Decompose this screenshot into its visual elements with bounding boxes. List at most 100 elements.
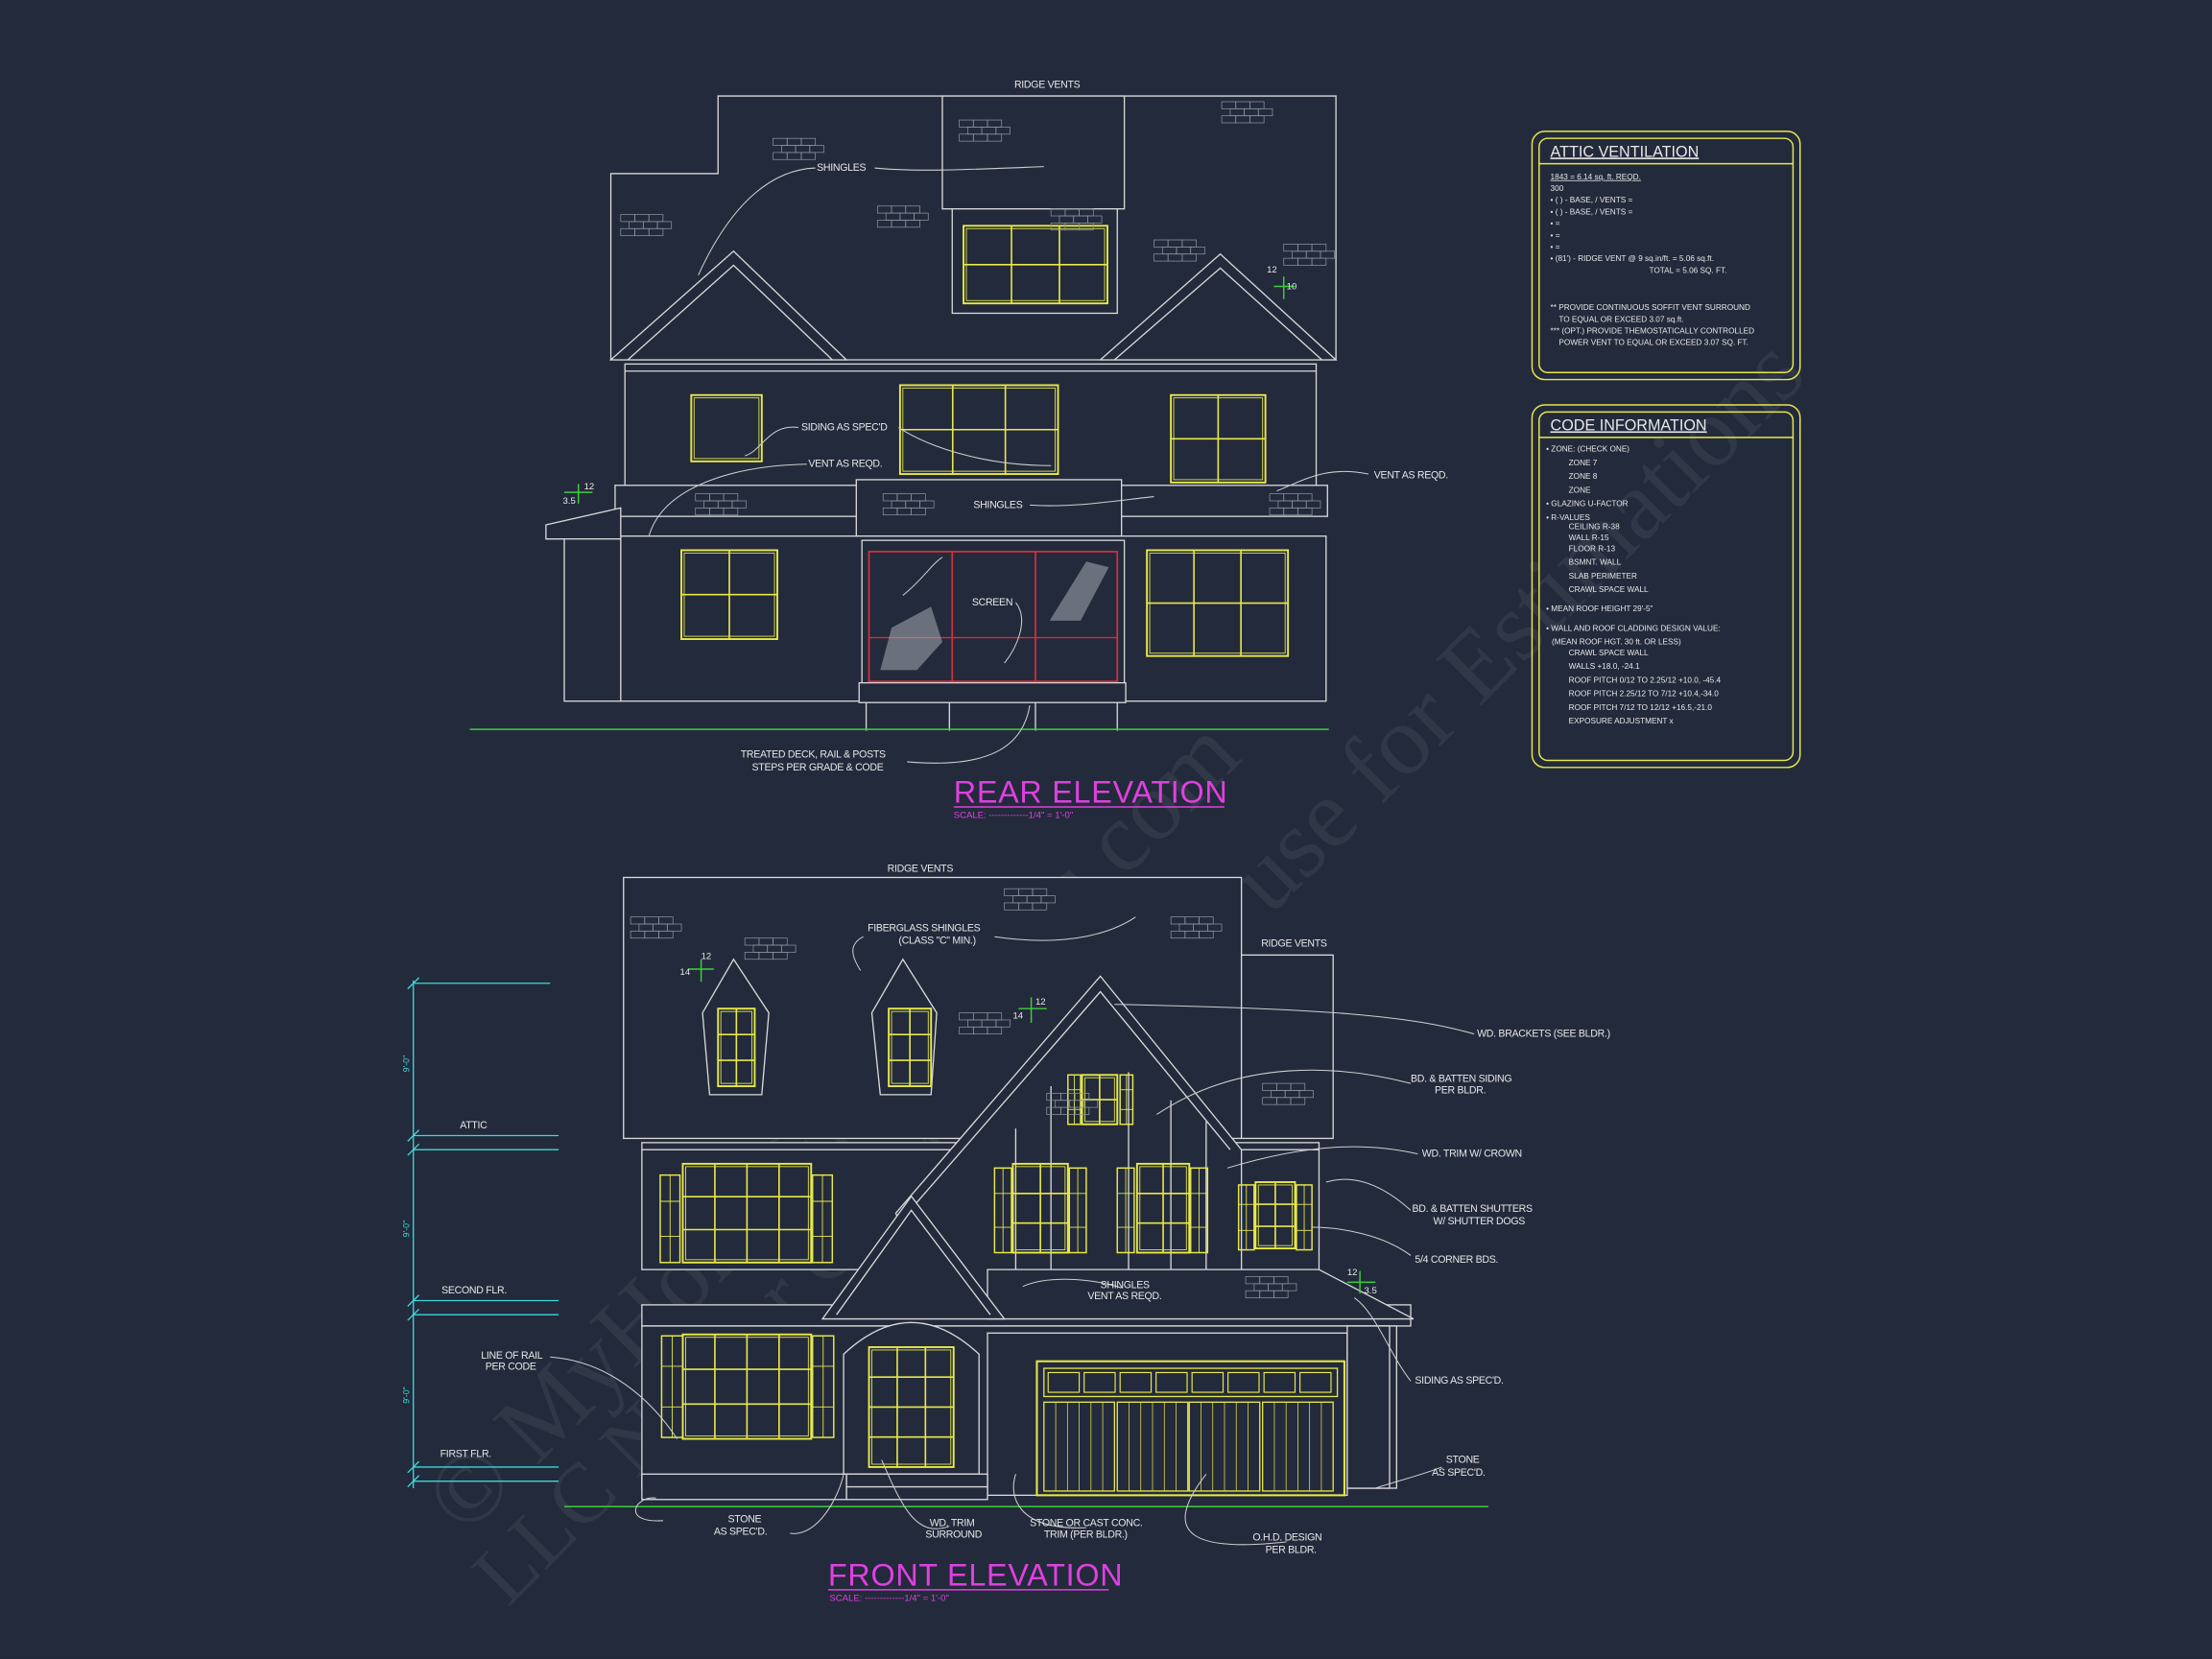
front-label-fiberglass: FIBERGLASS SHINGLES <box>868 922 981 934</box>
note-line: CRAWL SPACE WALL <box>1569 649 1649 657</box>
note-line: • ZONE: (CHECK ONE) <box>1546 445 1629 454</box>
front-label-ridge-vents: RIDGE VENTS <box>888 864 954 875</box>
front-label-trim-crown: WD. TRIM W/ CROWN <box>1422 1149 1522 1160</box>
front-label-batten-siding-2: PER BLDR. <box>1435 1084 1486 1096</box>
rear-pitch-mark: 12 10 <box>1267 265 1296 299</box>
shingle-mark <box>1283 244 1336 266</box>
svg-text:12: 12 <box>702 952 712 962</box>
garage-light <box>1227 1371 1260 1393</box>
front-label-brackets: WD. BRACKETS (SEE BLDR.) <box>1477 1029 1610 1040</box>
rear-dormer-box <box>951 208 1118 315</box>
attic-ventilation-title: ATTIC VENTILATION <box>1551 143 1700 160</box>
garage-light <box>1263 1371 1296 1393</box>
window <box>1135 1162 1191 1254</box>
rear-elevation: RIDGE VENTS SHINGLES SIDING AS SPEC'D VE… <box>469 79 1448 821</box>
shutter <box>1068 1167 1087 1254</box>
svg-text:14: 14 <box>1012 1010 1023 1021</box>
front-label-cast-conc-2: TRIM (PER BLDR.) <box>1044 1529 1128 1540</box>
note-line: CRAWL SPACE WALL <box>1569 585 1649 594</box>
shingle-mark <box>695 493 748 516</box>
rear-label-ridge-vents: RIDGE VENTS <box>1014 79 1081 90</box>
note-line: • R-VALUES <box>1546 513 1590 522</box>
shingle-brick-marks <box>630 888 1314 1298</box>
note-line: • = <box>1551 243 1560 251</box>
garage-panel <box>1262 1401 1334 1492</box>
shingle-mark <box>1269 493 1321 516</box>
shingle-mark <box>744 937 797 960</box>
screen-hatch <box>880 606 942 671</box>
shingle-mark <box>1154 239 1205 262</box>
shingle-mark <box>882 493 935 516</box>
front-label-ohd-2: PER BLDR. <box>1266 1545 1317 1556</box>
note-line: • = <box>1551 220 1560 228</box>
garage-light <box>1299 1371 1332 1393</box>
front-label-ohd: O.H.D. DESIGN <box>1252 1531 1321 1543</box>
front-label-rail: LINE OF RAIL <box>481 1350 542 1362</box>
front-label-shingles: SHINGLES <box>1101 1279 1150 1291</box>
shutter <box>811 1335 835 1438</box>
garage-panel <box>1043 1401 1115 1492</box>
window <box>680 549 778 641</box>
rear-label-vent-right: VENT AS REQD. <box>1374 469 1448 481</box>
dimension-attic: 9'-0" <box>401 1055 411 1073</box>
front-leader-lines <box>550 916 1475 1546</box>
code-information-title: CODE INFORMATION <box>1551 416 1707 434</box>
front-label-shutter-dogs: W/ SHUTTER DOGS <box>1434 1216 1526 1227</box>
window <box>888 1007 933 1088</box>
rear-deck <box>858 681 1127 703</box>
rear-label-steps: STEPS PER GRADE & CODE <box>752 762 884 773</box>
note-line: ROOF PITCH 2.25/12 TO 7/12 +10.4,-34.0 <box>1569 690 1720 699</box>
rear-deck-posts <box>865 702 1118 731</box>
front-entry-arch <box>843 1321 980 1475</box>
rear-label-siding: SIDING AS SPEC'D <box>801 421 888 433</box>
front-stone-base <box>641 1473 847 1501</box>
rear-label-vent-left: VENT AS REQD. <box>808 459 882 470</box>
svg-text:3.5: 3.5 <box>1365 1286 1377 1296</box>
front-entry-gable <box>821 1195 1006 1320</box>
front-label-stone-left: STONE <box>728 1513 762 1525</box>
shingle-mark <box>1004 888 1056 911</box>
front-label-stone-right: STONE <box>1446 1455 1480 1466</box>
note-line: ROOF PITCH 7/12 TO 12/12 +16.5,-21.0 <box>1569 703 1713 712</box>
front-elevation-title: FRONT ELEVATION <box>828 1557 1123 1592</box>
note-line: SLAB PERIMETER <box>1569 572 1637 581</box>
shingle-mark <box>773 137 824 160</box>
shingle-mark <box>630 916 682 939</box>
note-line: (MEAN ROOF HGT. 30 ft. OR LESS) <box>1552 638 1681 647</box>
note-line: • (81') - RIDGE VENT @ 9 sq.in/ft. = 5.0… <box>1551 254 1714 263</box>
shutter <box>1067 1074 1082 1126</box>
rear-right-gable <box>1098 252 1338 361</box>
level-dimension-stack: 9'-0" 9'-0" 9'-0" ATTIC SECOND FLR. FIRS… <box>401 977 559 1489</box>
garage-door <box>1035 1360 1345 1497</box>
window <box>1146 549 1290 657</box>
shingle-mark <box>1046 1093 1099 1115</box>
shutter <box>1116 1167 1135 1254</box>
note-line: • = <box>1551 231 1560 240</box>
rear-pitch-mark: 12 3.5 <box>563 482 595 507</box>
svg-text:12: 12 <box>1267 265 1277 275</box>
dimension-first: 9'-0" <box>401 1386 411 1404</box>
attic-ventilation-box: ATTIC VENTILATION 1843 = 6.14 sq. ft. RE… <box>1531 130 1801 381</box>
front-label-stone-right-2: AS SPEC'D. <box>1432 1467 1486 1479</box>
note-line: FLOOR R-13 <box>1569 544 1616 553</box>
note-line: 300 <box>1551 184 1564 193</box>
front-label-trim-surround-2: SURROUND <box>925 1529 982 1540</box>
window <box>868 1346 955 1468</box>
dimension-second: 9'-0" <box>401 1221 411 1238</box>
garage-panel <box>1188 1401 1261 1492</box>
front-label-trim-surround: WD. TRIM <box>930 1518 975 1529</box>
front-label-corner-bds: 5/4 CORNER BDS. <box>1415 1254 1498 1266</box>
level-second-floor: SECOND FLR. <box>441 1285 507 1296</box>
rear-second-floor-wall <box>624 363 1318 489</box>
shingle-mark <box>959 1012 1011 1035</box>
svg-text:12: 12 <box>1347 1268 1358 1278</box>
rear-windows <box>680 225 1290 657</box>
rear-screen-porch <box>868 551 1119 683</box>
garage-light <box>1119 1371 1153 1393</box>
window <box>717 1007 756 1088</box>
note-line: WALL R-15 <box>1569 533 1609 542</box>
note-line: ZONE 7 <box>1569 459 1598 467</box>
garage-light <box>1083 1371 1116 1393</box>
note-line: ** PROVIDE CONTINUOUS SOFFIT VENT SURROU… <box>1551 303 1750 312</box>
window <box>1081 1074 1119 1126</box>
